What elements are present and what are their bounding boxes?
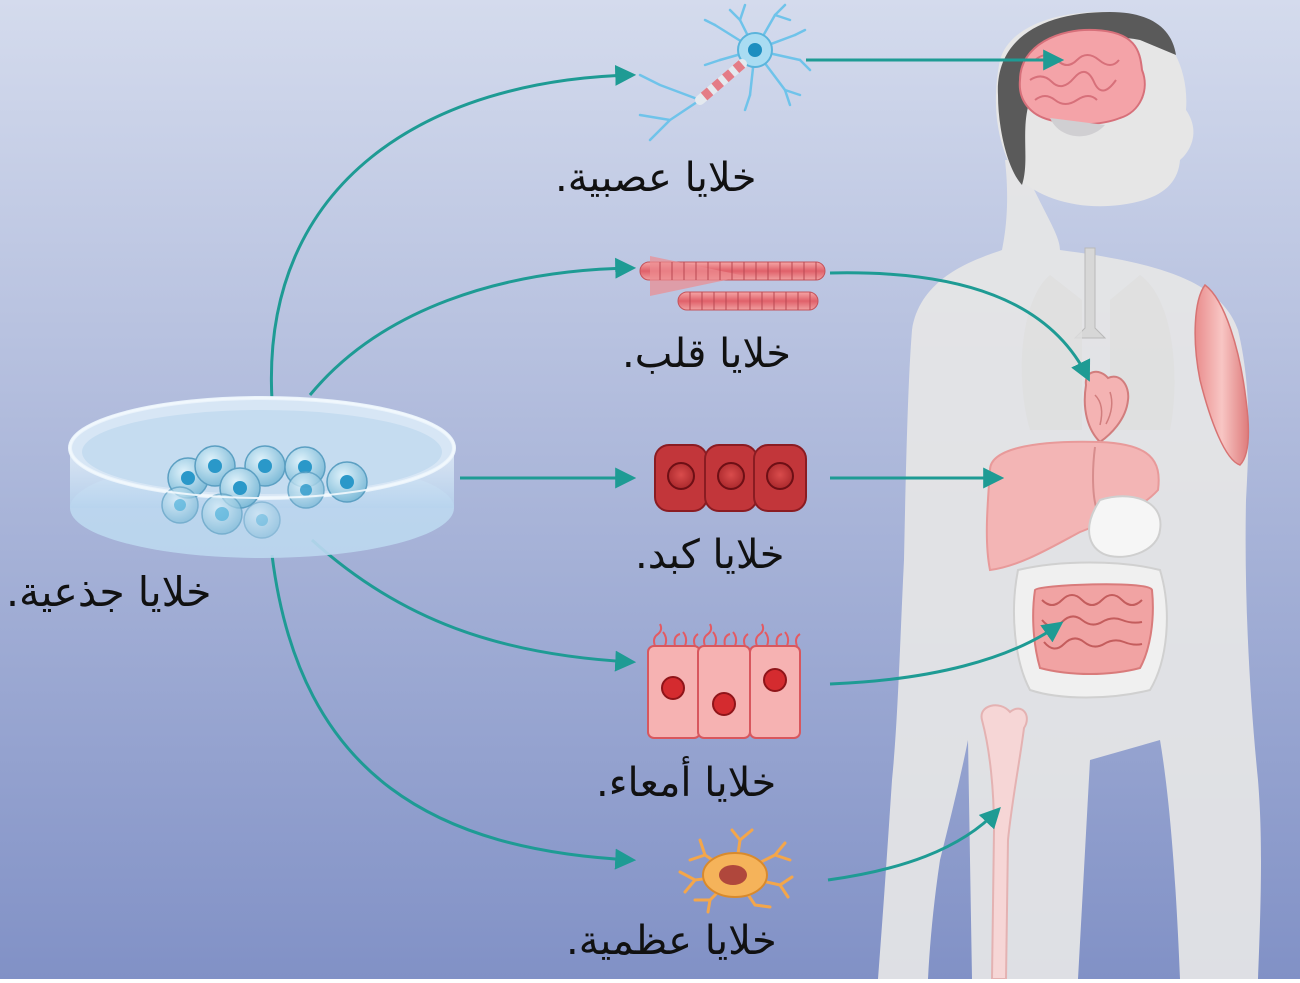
label-bone-cells: خلايا عظمية. [566, 921, 777, 961]
petri-dish-icon [70, 398, 454, 558]
stomach [1089, 496, 1160, 557]
label-liver-cells: خلايا كبد. [635, 535, 784, 575]
label-stem-cells: خلايا جذعية. [6, 572, 211, 613]
intestine-organ [1014, 563, 1167, 698]
label-heart-cells: خلايا قلب. [622, 334, 791, 374]
label-intestine-cells: خلايا أمعاء. [596, 763, 776, 803]
liver-cell-icon [655, 445, 806, 511]
label-nerve-cells: خلايا عصبية. [555, 158, 756, 198]
